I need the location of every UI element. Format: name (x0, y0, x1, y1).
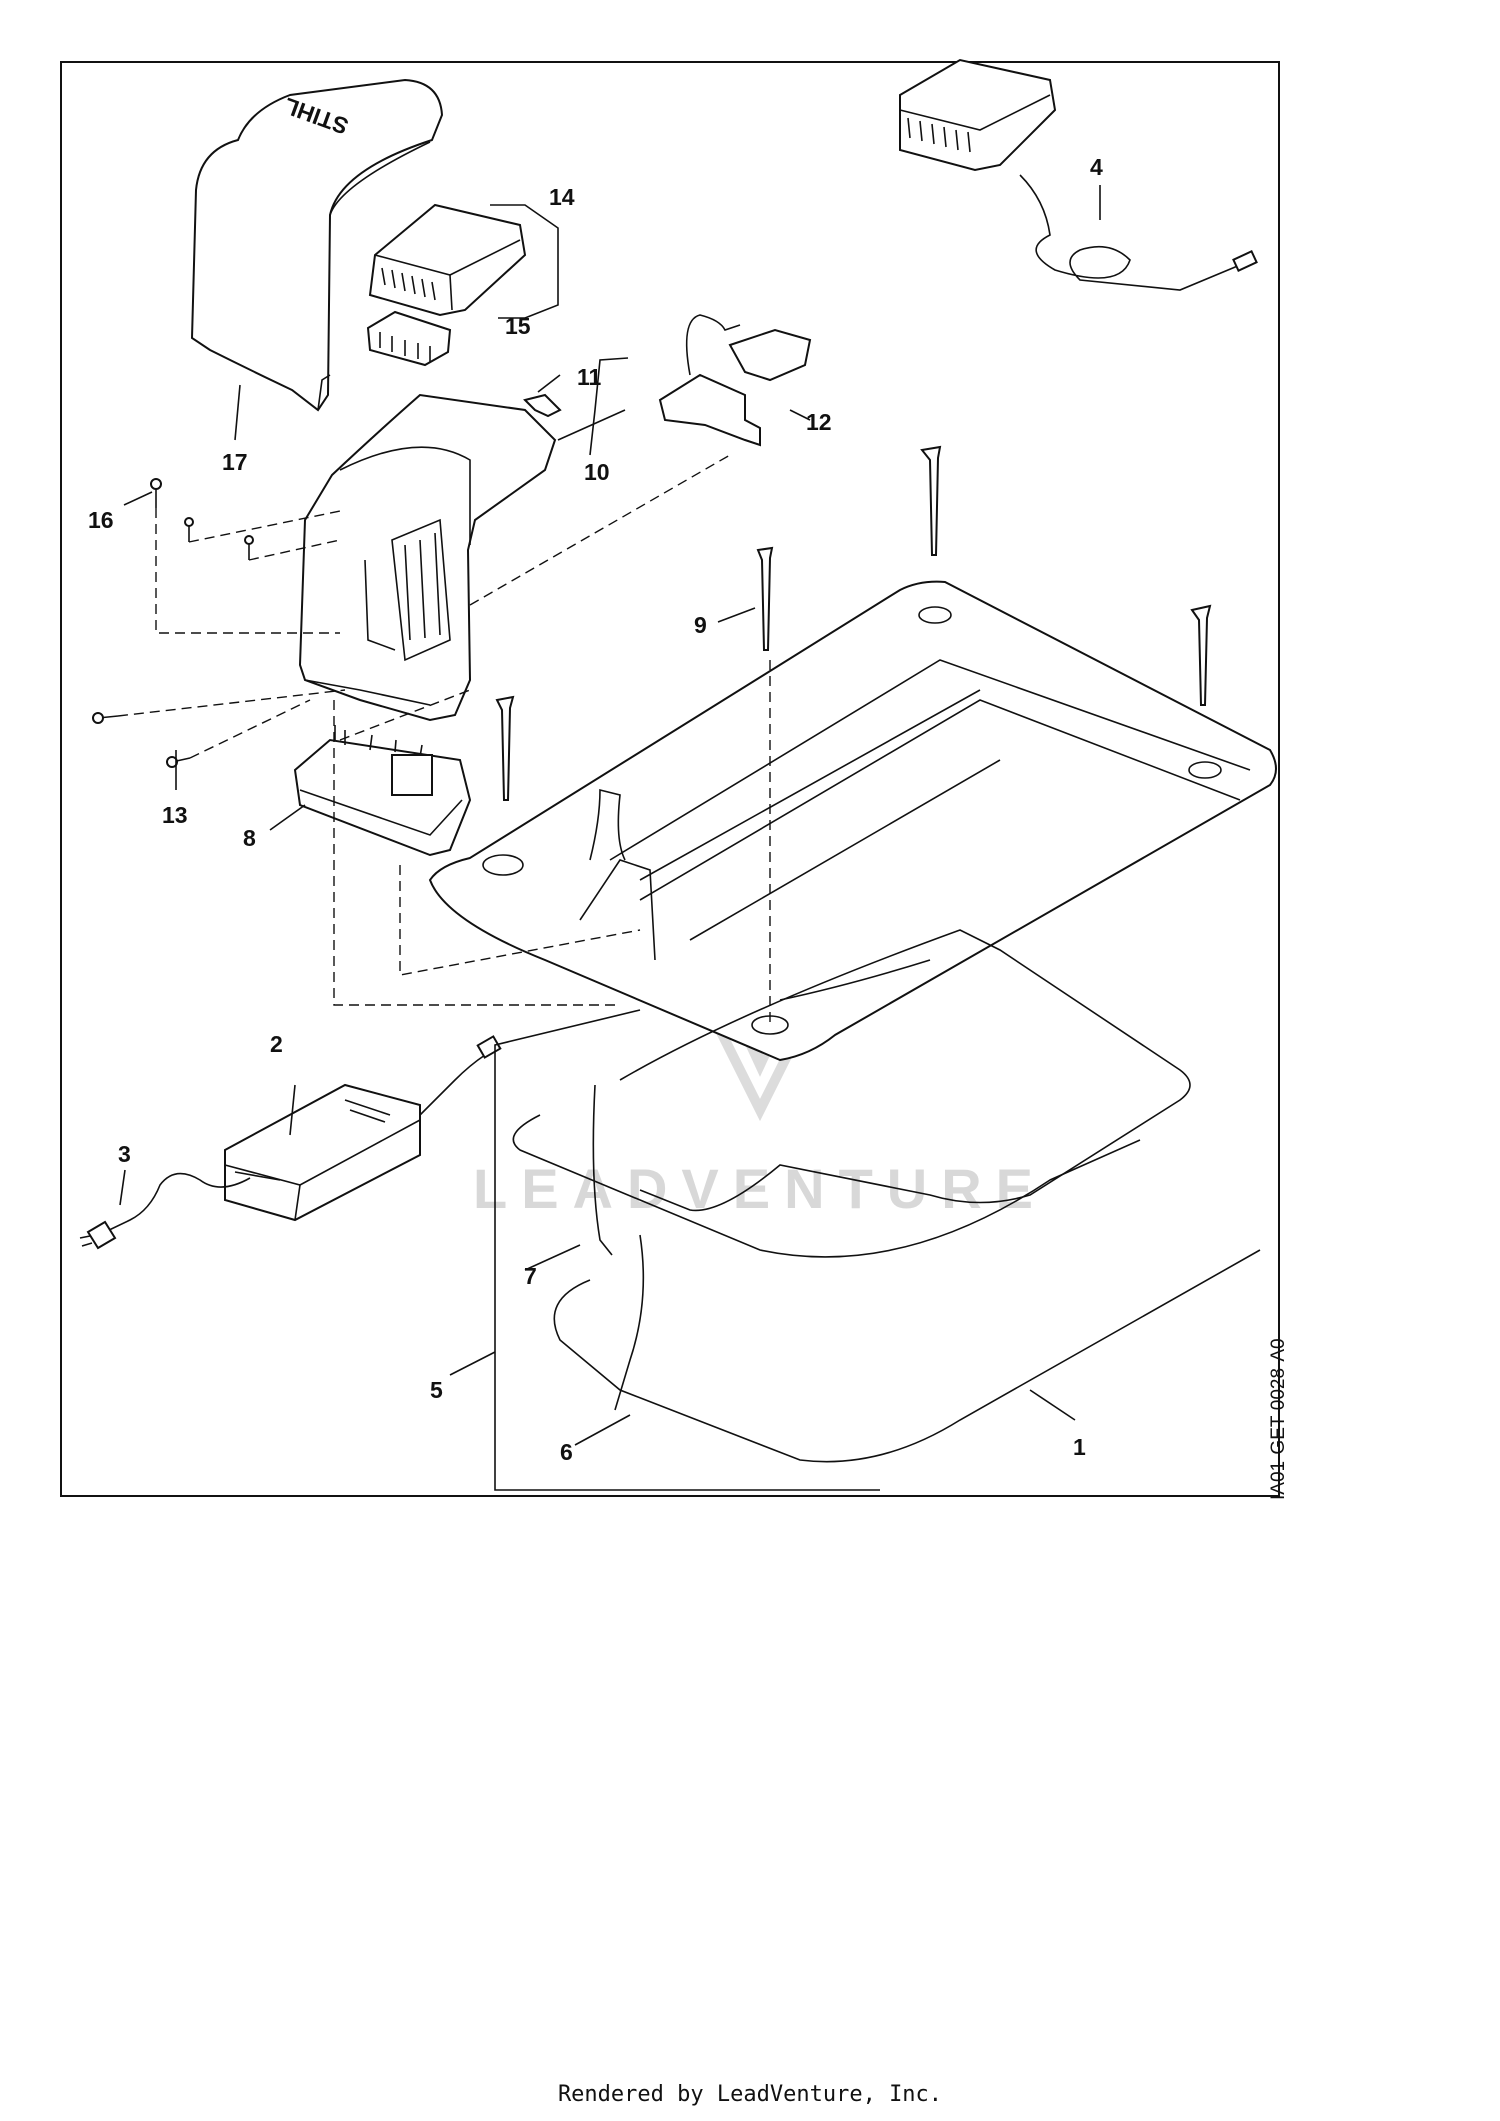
callout-15: 15 (505, 313, 531, 339)
diagram-frame (60, 61, 1280, 1497)
callout-2: 2 (270, 1031, 283, 1057)
callout-11: 11 (577, 364, 602, 390)
callout-17: 17 (222, 449, 248, 475)
cover-hood: STIHL (190, 78, 444, 412)
watermark: LEADVENTURE (473, 1157, 1047, 1220)
screw-set-top (150, 478, 254, 560)
bracket-group-5 (494, 1009, 880, 1491)
drawing-code: IA01-GET-0028-A0 (1268, 1338, 1289, 1500)
callout-3: 3 (118, 1141, 131, 1167)
callout-14: 14 (549, 184, 575, 210)
callout-4: 4 (1090, 154, 1103, 180)
callout-8: 8 (243, 825, 256, 851)
footer-text: Rendered by LeadVenture, Inc. (557, 2082, 943, 2107)
power-supply (224, 1035, 502, 1222)
docking-housing (298, 393, 557, 722)
callout-5: 5 (430, 1377, 443, 1403)
callouts: 1 2 3 4 5 6 7 8 9 10 11 12 13 14 15 16 1… (88, 154, 1103, 1465)
callout-6: 6 (560, 1439, 573, 1465)
callout-12: 12 (806, 409, 832, 435)
callout-1: 1 (1073, 1434, 1086, 1460)
callout-16: 16 (88, 507, 114, 533)
boundary-wire (512, 929, 1261, 1463)
ground-pegs (495, 445, 1212, 801)
terminal-block (366, 310, 452, 367)
callout-10: 10 (584, 459, 610, 485)
leader-lines (119, 185, 1101, 1446)
callout-7: 7 (524, 1263, 537, 1289)
extension-module (899, 58, 1258, 291)
electronics-module (368, 203, 527, 317)
callout-9: 9 (694, 612, 707, 638)
connection-box (293, 725, 472, 857)
assembly-lines (117, 454, 771, 1025)
screw-set-bottom (92, 712, 191, 768)
base-plate (428, 580, 1277, 1062)
callout-13: 13 (162, 802, 188, 828)
charging-contacts (658, 314, 812, 447)
mains-cable (79, 1172, 251, 1250)
clip (523, 393, 562, 418)
